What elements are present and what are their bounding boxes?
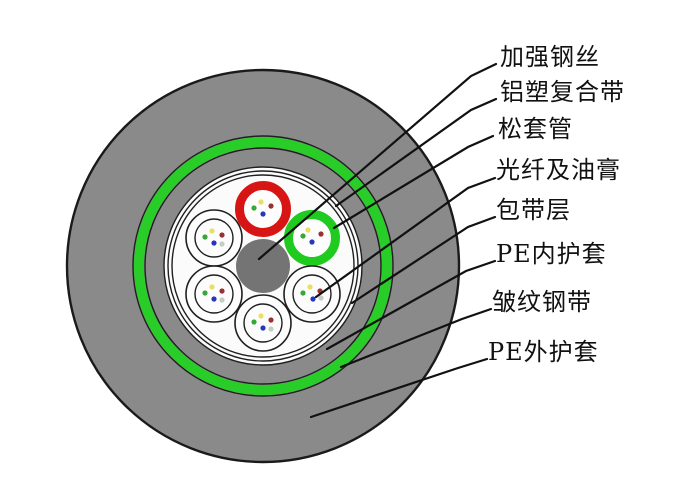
tube-inner-wall — [194, 218, 234, 258]
fiber-dot — [310, 296, 316, 302]
loose-tube — [185, 265, 243, 323]
tube-inner-wall — [292, 274, 332, 314]
fiber-dot — [268, 326, 274, 332]
fiber-dot — [202, 290, 208, 296]
steel-tape-inner-edge — [144, 147, 382, 385]
fiber-dot — [211, 296, 217, 302]
leader-line-aluminum-tape — [334, 97, 498, 208]
fiber-dot — [251, 319, 257, 325]
fiber-dot — [260, 325, 266, 331]
fiber-dots — [202, 228, 225, 247]
red-tube-ring — [235, 181, 291, 237]
loose-tube-red — [235, 181, 291, 237]
fiber-dot — [258, 199, 264, 205]
corrugated-steel-tape-ring — [134, 137, 392, 395]
fiber-dot — [219, 232, 225, 238]
fiber-dot — [219, 241, 225, 247]
fiber-dot — [219, 297, 225, 303]
leader-line-strength-wire — [257, 62, 498, 261]
label-loose-tube: 松套管 — [498, 115, 573, 143]
fiber-dot — [307, 284, 313, 290]
fiber-dot — [251, 205, 257, 211]
fiber-dots — [300, 227, 324, 245]
tube-inner-wall — [194, 274, 234, 314]
fiber-dot — [258, 313, 264, 319]
label-aluminum-tape: 铝塑复合带 — [500, 78, 625, 106]
loose-tube-green — [284, 210, 340, 266]
loose-tube — [185, 209, 243, 267]
fiber-dot — [209, 284, 215, 290]
label-outer-sheath: PE外护套 — [488, 338, 599, 366]
label-inner-sheath: PE内护套 — [496, 240, 607, 268]
leader-line-outer-sheath — [309, 357, 489, 419]
cable-body — [65, 68, 461, 464]
leader-lines — [257, 62, 498, 419]
tube-inner-wall — [243, 303, 283, 343]
label-strength-wire: 加强钢丝 — [500, 43, 600, 71]
labels: 加强钢丝 铝塑复合带 松套管 光纤及油膏 包带层 PE内护套 皱纹钢带 PE外护… — [488, 43, 625, 366]
central-strength-member — [236, 239, 290, 293]
fiber-dots — [202, 284, 225, 303]
loose-tube — [283, 265, 341, 323]
fiber-dot — [209, 228, 215, 234]
label-fiber-grease: 光纤及油膏 — [496, 156, 621, 184]
label-steel-tape: 皱纹钢带 — [492, 288, 592, 316]
loose-tube — [234, 294, 292, 352]
steel-tape-outer-edge — [132, 135, 394, 397]
fiber-dot — [211, 240, 217, 246]
fiber-dot — [219, 288, 225, 294]
fiber-dot — [202, 234, 208, 240]
leader-line-fiber-grease — [314, 176, 497, 299]
fiber-dot — [318, 231, 324, 237]
fiber-dot — [300, 233, 306, 239]
fiber-dots — [251, 313, 274, 332]
leader-line-inner-sheath — [325, 259, 497, 351]
fiber-dot — [300, 290, 306, 296]
fiber-dot — [318, 295, 324, 301]
fiber-dot — [260, 211, 266, 217]
label-wrapping-layer: 包带层 — [496, 196, 571, 224]
fiber-dot — [305, 227, 311, 233]
fiber-dot — [309, 239, 315, 245]
leader-line-steel-tape — [339, 307, 493, 369]
leader-line-loose-tube — [332, 134, 495, 230]
fiber-dots — [251, 199, 274, 217]
fiber-dot — [268, 317, 274, 323]
fiber-dot — [268, 203, 274, 209]
leader-line-wrapping-layer — [350, 215, 497, 305]
aluminum-plastic-tape-circle — [171, 174, 355, 358]
